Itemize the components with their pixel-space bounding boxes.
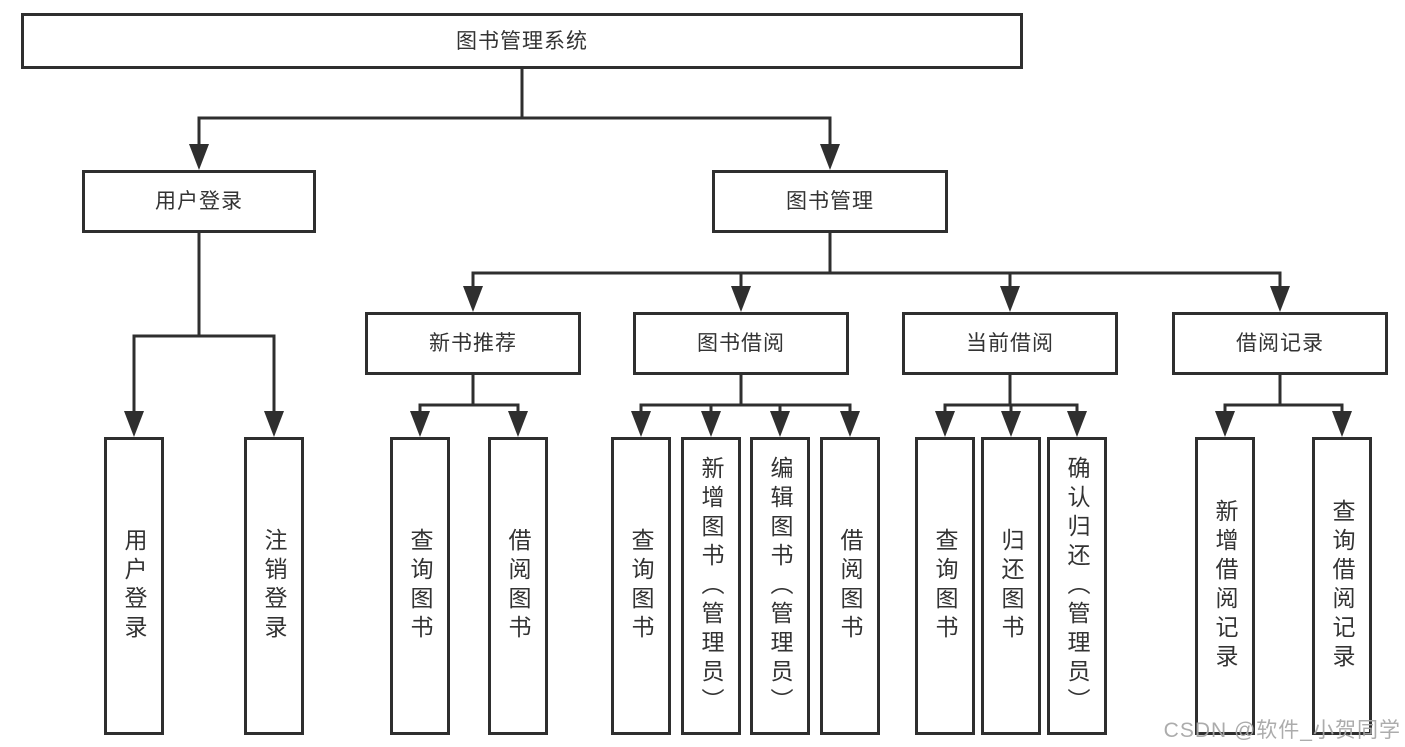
arrowheads-leaves bbox=[124, 411, 1352, 437]
leaf-label: 新增图书（管理员） bbox=[698, 455, 724, 717]
node-leaf-rec-borrow-books: 借阅图书 bbox=[488, 437, 548, 735]
leaf-label: 用户登录 bbox=[121, 528, 147, 644]
leaf-label: 查询借阅记录 bbox=[1329, 499, 1355, 673]
node-leaf-rec-query-books: 查询图书 bbox=[390, 437, 450, 735]
node-current-borrowing: 当前借阅 bbox=[902, 312, 1118, 375]
leaf-label: 查询图书 bbox=[407, 528, 433, 644]
node-leaf-cb-confirm-return-admin: 确认归还（管理员） bbox=[1047, 437, 1107, 735]
node-leaf-user-login: 用户登录 bbox=[104, 437, 164, 735]
leaf-label: 注销登录 bbox=[261, 528, 287, 644]
arrowheads-level3 bbox=[463, 286, 1290, 312]
connector-newbookrec-to-leaves bbox=[418, 375, 520, 413]
node-leaf-bb-query-books: 查询图书 bbox=[611, 437, 671, 735]
connector-borrowrecords-to-leaves bbox=[1223, 375, 1344, 413]
node-leaf-br-add-record: 新增借阅记录 bbox=[1195, 437, 1255, 735]
node-book-management: 图书管理 bbox=[712, 170, 948, 233]
leaf-label: 借阅图书 bbox=[837, 528, 863, 644]
leaf-label: 新增借阅记录 bbox=[1212, 499, 1238, 673]
node-leaf-cb-return-books: 归还图书 bbox=[981, 437, 1041, 735]
node-leaf-br-query-record: 查询借阅记录 bbox=[1312, 437, 1372, 735]
connector-currentborrow-to-leaves bbox=[943, 375, 1079, 413]
connector-userlogin-to-leaves bbox=[132, 233, 276, 413]
connector-root-to-level2 bbox=[197, 69, 832, 146]
arrowheads-level2 bbox=[189, 144, 840, 170]
leaf-label: 查询图书 bbox=[628, 528, 654, 644]
connector-bookborrow-to-leaves bbox=[639, 375, 852, 413]
leaf-label: 归还图书 bbox=[998, 528, 1024, 644]
leaf-label: 借阅图书 bbox=[505, 528, 531, 644]
node-book-borrowing: 图书借阅 bbox=[633, 312, 849, 375]
node-user-login: 用户登录 bbox=[82, 170, 316, 233]
csdn-watermark: CSDN @软件_小贺同学 bbox=[1163, 719, 1401, 742]
node-borrowing-records: 借阅记录 bbox=[1172, 312, 1388, 375]
node-root: 图书管理系统 bbox=[21, 13, 1023, 69]
leaf-label: 查询图书 bbox=[932, 528, 958, 644]
leaf-label: 确认归还（管理员） bbox=[1064, 455, 1090, 717]
node-leaf-bb-borrow-books: 借阅图书 bbox=[820, 437, 880, 735]
connector-bookmgmt-to-level3 bbox=[471, 233, 1282, 288]
node-leaf-logout: 注销登录 bbox=[244, 437, 304, 735]
node-leaf-bb-add-books-admin: 新增图书（管理员） bbox=[681, 437, 741, 735]
leaf-label: 编辑图书（管理员） bbox=[767, 455, 793, 717]
node-leaf-bb-edit-books-admin: 编辑图书（管理员） bbox=[750, 437, 810, 735]
node-new-book-recommendation: 新书推荐 bbox=[365, 312, 581, 375]
node-leaf-cb-query-books: 查询图书 bbox=[915, 437, 975, 735]
